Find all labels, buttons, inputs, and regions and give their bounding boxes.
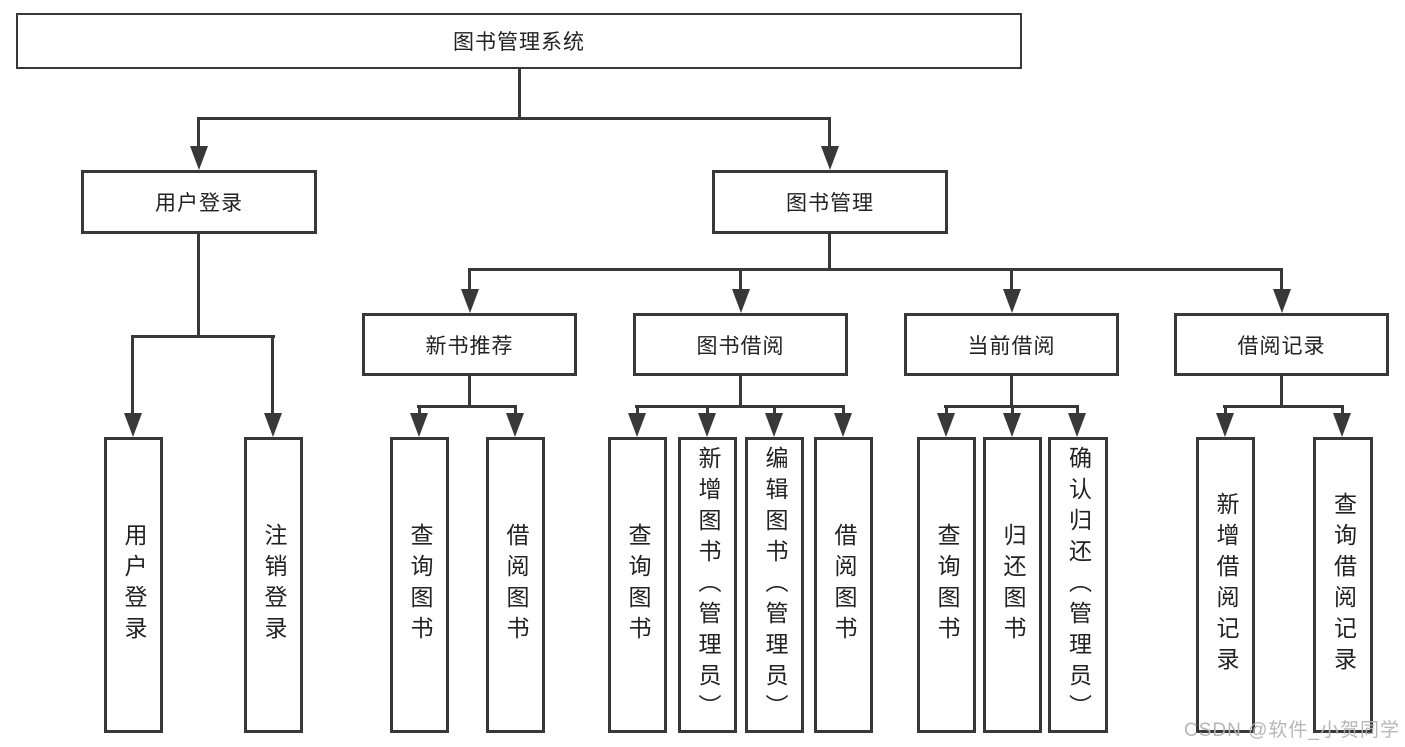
arrow-down-icon (698, 413, 716, 437)
arrow-down-icon (1068, 413, 1086, 437)
arrow-down-icon (410, 413, 428, 437)
node-current-borrow: 当前借阅 (904, 313, 1119, 376)
node-label: 借阅图书 (831, 523, 857, 647)
node-label: 编辑图书（管理员） (762, 445, 788, 725)
arrow-down-icon (1003, 289, 1021, 313)
node-label: 图书管理 (786, 192, 874, 215)
connector-line (706, 405, 709, 415)
connector-line (1341, 405, 1344, 415)
node-label: 新增借阅记录 (1213, 492, 1239, 678)
leaf-query-books-borrow: 查询图书 (608, 437, 667, 733)
connector-line (197, 234, 200, 337)
connector-line (1224, 405, 1227, 415)
node-borrow-records: 借阅记录 (1174, 313, 1389, 376)
connector-line (418, 405, 421, 415)
leaf-add-borrow-record: 新增借阅记录 (1196, 437, 1255, 733)
connector-line (1223, 405, 1344, 408)
connector-line (773, 405, 776, 415)
node-label: 新增图书（管理员） (695, 445, 721, 725)
node-new-book-recommend: 新书推荐 (362, 313, 577, 376)
connector-line (739, 376, 742, 407)
connector-line (468, 268, 1283, 271)
connector-line (197, 117, 831, 120)
leaf-return-books: 归还图书 (983, 437, 1042, 733)
connector-line (635, 405, 844, 408)
connector-line (131, 335, 275, 338)
connector-line (636, 405, 639, 415)
connector-line (271, 335, 274, 415)
connector-line (1280, 376, 1283, 407)
leaf-add-books-admin: 新增图书（管理员） (678, 437, 737, 733)
node-label: 图书借阅 (696, 334, 785, 358)
node-book-management: 图书管理 (712, 170, 948, 234)
node-label: 归还图书 (1000, 523, 1026, 647)
node-label: 查询图书 (407, 523, 433, 647)
arrow-down-icon (190, 146, 208, 170)
node-label: 用户登录 (121, 523, 147, 647)
csdn-watermark: CSDN @软件_小贺同学 (1184, 720, 1400, 741)
connector-line (1011, 405, 1014, 415)
node-label: 新书推荐 (425, 334, 514, 358)
arrow-down-icon (1003, 413, 1021, 437)
node-label: 图书管理系统 (453, 31, 585, 54)
connector-line (828, 234, 831, 270)
connector-line (514, 405, 517, 415)
arrow-down-icon (1333, 413, 1351, 437)
arrow-down-icon (937, 413, 955, 437)
leaf-logout-login: 注销登录 (244, 437, 303, 733)
node-label: 查询图书 (934, 523, 960, 647)
connector-line (131, 335, 134, 415)
arrow-down-icon (461, 289, 479, 313)
leaf-borrow-books: 借阅图书 (814, 437, 873, 733)
arrow-down-icon (821, 146, 839, 170)
arrow-down-icon (628, 413, 646, 437)
arrow-down-icon (765, 413, 783, 437)
node-label: 用户登录 (155, 192, 243, 215)
leaf-query-borrow-record: 查询借阅记录 (1313, 437, 1373, 733)
connector-line (842, 405, 845, 415)
arrow-down-icon (1216, 413, 1234, 437)
connector-line (828, 117, 831, 150)
leaf-user-login: 用户登录 (104, 437, 163, 733)
connector-line (1280, 268, 1283, 291)
node-book-borrow: 图书借阅 (633, 313, 848, 376)
node-label: 查询图书 (625, 523, 651, 647)
arrow-down-icon (264, 413, 282, 437)
connector-line (417, 405, 517, 408)
node-label: 借阅图书 (503, 523, 529, 647)
leaf-borrow-books-recommend: 借阅图书 (486, 437, 545, 733)
arrow-down-icon (834, 413, 852, 437)
connector-line (1010, 268, 1013, 291)
arrow-down-icon (1273, 289, 1291, 313)
arrow-down-icon (506, 413, 524, 437)
arrow-down-icon (124, 413, 142, 437)
leaf-edit-books-admin: 编辑图书（管理员） (745, 437, 804, 733)
connector-line (468, 376, 471, 407)
node-label: 查询借阅记录 (1330, 492, 1357, 678)
connector-line (945, 405, 948, 415)
connector-line (739, 268, 742, 291)
leaf-query-books-current: 查询图书 (917, 437, 976, 733)
connector-line (1010, 376, 1013, 407)
node-label: 当前借阅 (967, 334, 1056, 358)
connector-line (468, 268, 471, 291)
connector-line (518, 69, 521, 119)
connector-line (1076, 405, 1079, 415)
node-library-system: 图书管理系统 (16, 13, 1022, 69)
node-user-login: 用户登录 (81, 170, 317, 234)
leaf-query-books-recommend: 查询图书 (390, 437, 449, 733)
arrow-down-icon (732, 289, 750, 313)
leaf-confirm-return-admin: 确认归还（管理员） (1048, 437, 1108, 733)
connector-line (197, 117, 200, 150)
node-label: 确认归还（管理员） (1065, 445, 1092, 725)
node-label: 借阅记录 (1237, 334, 1326, 358)
node-label: 注销登录 (261, 523, 287, 647)
